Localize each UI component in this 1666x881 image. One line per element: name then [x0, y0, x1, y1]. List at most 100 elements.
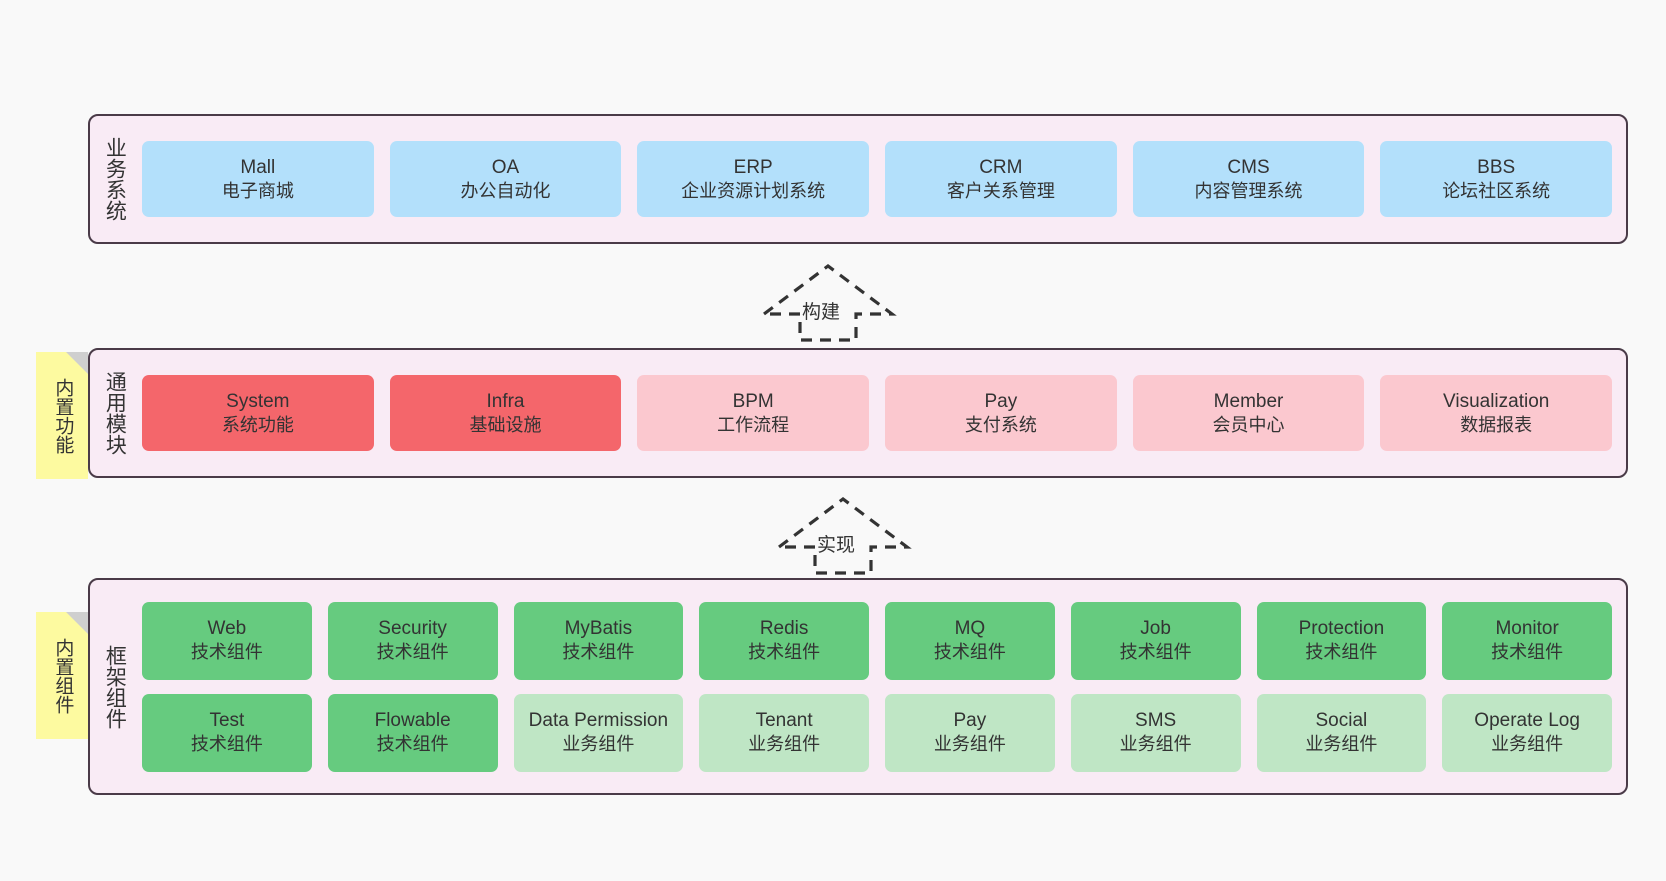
cell-title: ERP	[733, 156, 773, 178]
cell-title: MQ	[954, 618, 986, 640]
cell-social[interactable]: Social 业务组件	[1256, 693, 1427, 772]
layer-common-modules: 通用模块 System 系统功能 Infra 基础设施 BPM 工作流程 Pay…	[88, 348, 1628, 478]
layer-body-business-systems: Mall 电子商城 OA 办公自动化 ERP 企业资源计划系统 CRM 客户关系…	[138, 116, 1626, 242]
cell-title: OA	[491, 156, 520, 178]
cell-title: Visualization	[1443, 390, 1550, 412]
layer-row-technical: Web 技术组件 Security 技术组件 MyBatis 技术组件 Redi…	[142, 601, 1612, 680]
cell-subtitle: 内容管理系统	[1194, 180, 1303, 201]
cell-title: Monitor	[1495, 618, 1559, 640]
cell-title: SMS	[1135, 710, 1177, 732]
cell-title: Member	[1213, 390, 1284, 412]
cell-subtitle: 技术组件	[1491, 642, 1564, 663]
cell-flowable[interactable]: Flowable 技术组件	[327, 693, 498, 772]
cell-mall[interactable]: Mall 电子商城	[142, 141, 374, 217]
cell-title: Protection	[1298, 618, 1385, 640]
cell-cms[interactable]: CMS 内容管理系统	[1132, 141, 1365, 217]
note-label: 内置组件	[52, 637, 74, 714]
cell-data-permission[interactable]: Data Permission 业务组件	[513, 693, 684, 772]
cell-title: BPM	[732, 390, 774, 412]
cell-subtitle: 业务组件	[933, 734, 1006, 755]
cell-title: CMS	[1227, 156, 1270, 178]
note-builtin-features: 内置功能	[36, 352, 88, 479]
cell-title: Security	[378, 618, 447, 640]
cell-subtitle: 业务组件	[1119, 734, 1192, 755]
cell-bbs[interactable]: BBS 论坛社区系统	[1380, 141, 1613, 217]
cell-subtitle: 技术组件	[190, 642, 263, 663]
cell-subtitle: 技术组件	[1305, 642, 1378, 663]
cell-title: Tenant	[755, 710, 813, 732]
cell-member[interactable]: Member 会员中心	[1132, 375, 1365, 451]
cell-title: CRM	[979, 156, 1023, 178]
cell-title: System	[226, 390, 290, 412]
cell-subtitle: 系统功能	[221, 414, 294, 435]
cell-title: Test	[209, 710, 245, 732]
cell-visualization[interactable]: Visualization 数据报表	[1380, 375, 1613, 451]
cell-crm[interactable]: CRM 客户关系管理	[885, 141, 1117, 217]
layer-row: System 系统功能 Infra 基础设施 BPM 工作流程 Pay 支付系统…	[142, 375, 1613, 451]
build-arrow-outline	[759, 264, 897, 342]
note-builtin-components: 内置组件	[36, 612, 88, 739]
connector-implement-arrow: 实现	[774, 495, 912, 577]
cell-subtitle: 数据报表	[1460, 414, 1533, 435]
cell-subtitle: 业务组件	[748, 734, 821, 755]
cell-title: Redis	[759, 618, 809, 640]
layer-title-common-modules: 通用模块	[103, 371, 127, 455]
cell-subtitle: 业务组件	[1305, 734, 1378, 755]
cell-operate-log[interactable]: Operate Log 业务组件	[1442, 693, 1612, 772]
cell-bpm[interactable]: BPM 工作流程	[637, 375, 870, 451]
cell-title: Pay	[953, 710, 987, 732]
cell-title: Mall	[240, 156, 276, 178]
connector-build-label: 构建	[800, 302, 843, 323]
cell-subtitle: 技术组件	[933, 642, 1006, 663]
cell-subtitle: 工作流程	[717, 414, 790, 435]
layer-row: Mall 电子商城 OA 办公自动化 ERP 企业资源计划系统 CRM 客户关系…	[142, 141, 1613, 217]
cell-title: BBS	[1477, 156, 1516, 178]
cell-erp[interactable]: ERP 企业资源计划系统	[637, 141, 870, 217]
cell-pay-component[interactable]: Pay 业务组件	[885, 693, 1055, 772]
cell-subtitle: 支付系统	[964, 414, 1037, 435]
layer-framework-components: 框架组件 Web 技术组件 Security 技术组件 MyBatis 技术组件…	[88, 578, 1628, 795]
cell-subtitle: 业务组件	[562, 734, 635, 755]
note-fold-corner	[66, 352, 88, 374]
cell-subtitle: 论坛社区系统	[1442, 180, 1551, 201]
cell-system[interactable]: System 系统功能	[142, 375, 374, 451]
cell-title: Flowable	[374, 710, 451, 732]
cell-title: Web	[207, 618, 247, 640]
layer-body-framework-components: Web 技术组件 Security 技术组件 MyBatis 技术组件 Redi…	[138, 580, 1626, 793]
layer-body-common-modules: System 系统功能 Infra 基础设施 BPM 工作流程 Pay 支付系统…	[138, 350, 1626, 476]
cell-mq[interactable]: MQ 技术组件	[885, 601, 1055, 680]
cell-oa[interactable]: OA 办公自动化	[389, 141, 622, 217]
cell-mybatis[interactable]: MyBatis 技术组件	[513, 601, 684, 680]
cell-job[interactable]: Job 技术组件	[1070, 601, 1241, 680]
cell-subtitle: 技术组件	[190, 734, 263, 755]
note-fold-corner	[66, 612, 88, 634]
cell-title: Data Permission	[528, 710, 669, 732]
cell-security[interactable]: Security 技术组件	[327, 601, 498, 680]
cell-subtitle: 业务组件	[1491, 734, 1564, 755]
cell-protection[interactable]: Protection 技术组件	[1256, 601, 1427, 680]
cell-title: MyBatis	[564, 618, 633, 640]
layer-row-business: Test 技术组件 Flowable 技术组件 Data Permission …	[142, 693, 1612, 772]
cell-subtitle: 客户关系管理	[946, 180, 1055, 201]
cell-infra[interactable]: Infra 基础设施	[389, 375, 622, 451]
cell-title: Social	[1315, 710, 1368, 732]
cell-subtitle: 基础设施	[469, 414, 542, 435]
cell-title: Operate Log	[1474, 710, 1580, 732]
cell-title: Job	[1140, 618, 1171, 640]
cell-subtitle: 技术组件	[376, 734, 449, 755]
cell-pay[interactable]: Pay 支付系统	[885, 375, 1117, 451]
cell-test[interactable]: Test 技术组件	[142, 693, 312, 772]
cell-subtitle: 会员中心	[1212, 414, 1285, 435]
cell-subtitle: 技术组件	[748, 642, 821, 663]
cell-subtitle: 办公自动化	[460, 180, 551, 201]
cell-subtitle: 技术组件	[562, 642, 635, 663]
cell-monitor[interactable]: Monitor 技术组件	[1442, 601, 1612, 680]
cell-redis[interactable]: Redis 技术组件	[699, 601, 869, 680]
cell-tenant[interactable]: Tenant 业务组件	[699, 693, 869, 772]
cell-subtitle: 技术组件	[376, 642, 449, 663]
cell-title: Pay	[984, 390, 1018, 412]
cell-web[interactable]: Web 技术组件	[142, 601, 312, 680]
cell-title: Infra	[486, 390, 525, 412]
cell-sms[interactable]: SMS 业务组件	[1070, 693, 1241, 772]
